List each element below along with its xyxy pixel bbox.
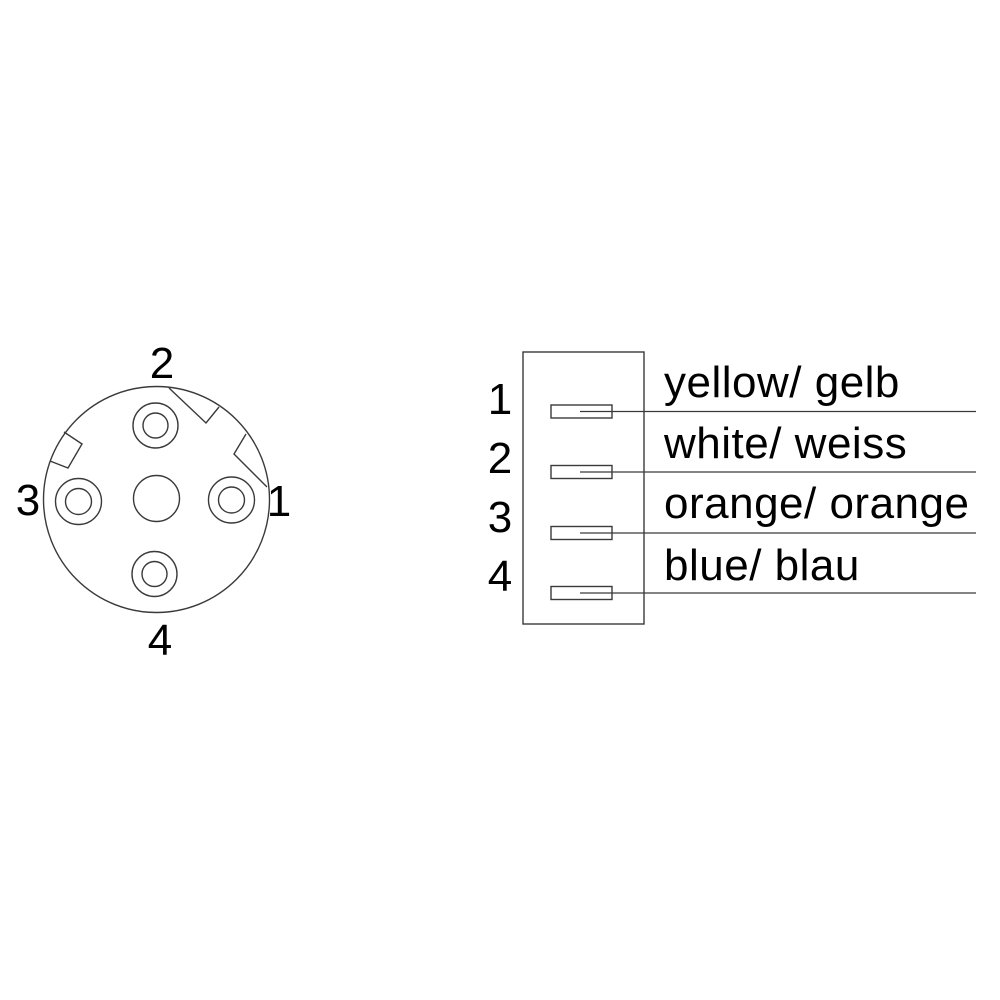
- face-pin-label-left: 3: [16, 476, 40, 525]
- terminal-pin-number-1: 1: [488, 375, 512, 424]
- terminal-pin-number-4: 4: [488, 552, 512, 601]
- pin-2-inner-ring: [142, 412, 169, 439]
- keying-notch-left: [49, 431, 83, 469]
- face-pin-label-right: 1: [267, 477, 291, 526]
- wire-color-label-4: blue/ blau: [664, 541, 860, 590]
- wire-color-label-1: yellow/ gelb: [664, 358, 900, 407]
- wiring-row-1: 1 yellow/ gelb: [488, 358, 976, 424]
- center-hole: [132, 474, 181, 523]
- pin-1-inner-ring: [217, 486, 246, 514]
- terminal-pin-number-3: 3: [488, 493, 512, 542]
- pin-3-outer-ring: [54, 477, 103, 526]
- wiring-row-3: 3 orange/ orange: [488, 479, 976, 542]
- keying-notch-top: [168, 387, 220, 425]
- terminal-block-body: [522, 351, 645, 625]
- wire-color-label-2: white/ weiss: [663, 419, 907, 468]
- pin-4-outer-ring: [131, 550, 178, 598]
- connector-face-diagram: 2 1 3 4: [16, 339, 291, 665]
- pin-socket-4: [131, 550, 178, 598]
- terminal-pin-number-2: 2: [488, 434, 512, 483]
- connector-body-circle: [42, 385, 271, 614]
- wiring-row-2: 2 white/ weiss: [488, 419, 976, 483]
- pin-socket-1: [207, 476, 256, 524]
- pin-3-inner-ring: [64, 487, 93, 516]
- wiring-row-4: 4 blue/ blau: [488, 541, 976, 601]
- pin-1-outer-ring: [207, 476, 256, 524]
- pin-socket-2: [132, 402, 179, 449]
- terminal-block-diagram: 1 yellow/ gelb 2 white/ weiss 3 orange/ …: [488, 351, 976, 625]
- pin-2-outer-ring: [132, 402, 179, 449]
- wire-color-label-3: orange/ orange: [664, 479, 969, 528]
- pin-socket-3: [54, 477, 103, 526]
- pin-4-inner-ring: [141, 560, 168, 588]
- face-pin-label-top: 2: [150, 339, 174, 388]
- face-pin-label-bottom: 4: [148, 616, 172, 665]
- keying-notch-upper-right: [233, 433, 268, 488]
